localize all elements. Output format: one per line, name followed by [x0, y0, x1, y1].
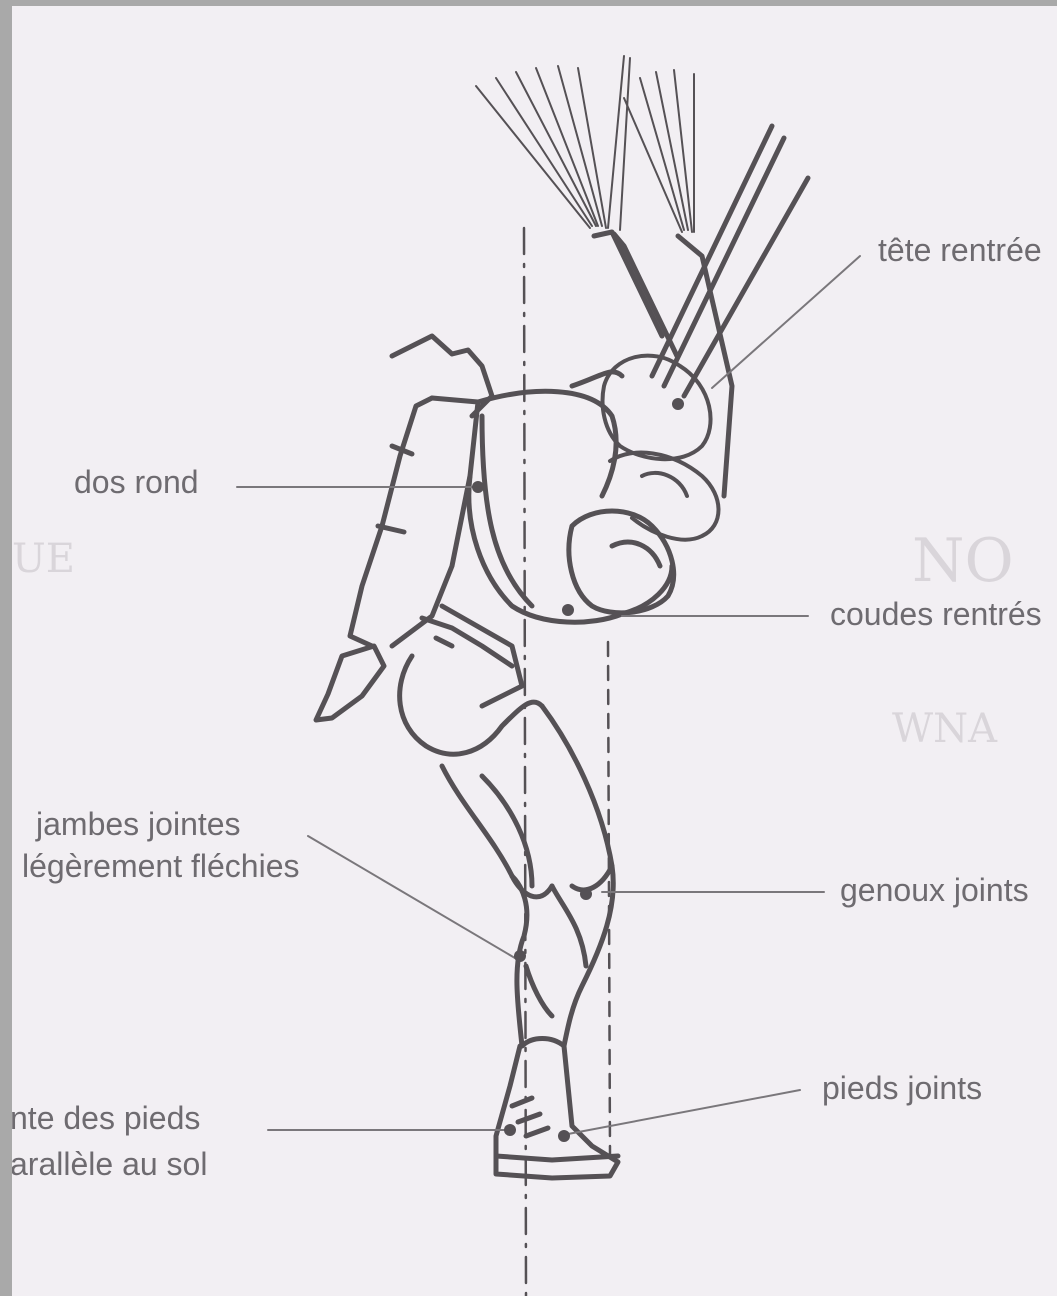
boots: [496, 1046, 618, 1178]
diagram-page: NO UE WNA: [12, 6, 1057, 1296]
label-pieds-joints: pieds joints: [822, 1066, 982, 1110]
risers: [594, 126, 808, 496]
harness: [422, 606, 522, 706]
leader-lines: [237, 256, 860, 1134]
label-plante-des-pieds: nte des pieds: [12, 1096, 200, 1140]
legs: [400, 656, 614, 1046]
torso: [469, 372, 672, 622]
label-genoux-joints: genoux joints: [840, 868, 1029, 912]
label-dos-rond: dos rond: [74, 460, 199, 504]
label-jambes-jointes: jambes jointes: [36, 802, 241, 846]
label-coudes-rentres: coudes rentrés: [830, 592, 1042, 636]
container: [316, 336, 492, 720]
label-tete-rentree: tête rentrée: [878, 228, 1042, 272]
label-parallele-au-sol: arallèle au sol: [12, 1142, 207, 1186]
label-legerement-flechies: légèrement fléchies: [22, 844, 299, 888]
suspension-lines: [476, 56, 694, 232]
